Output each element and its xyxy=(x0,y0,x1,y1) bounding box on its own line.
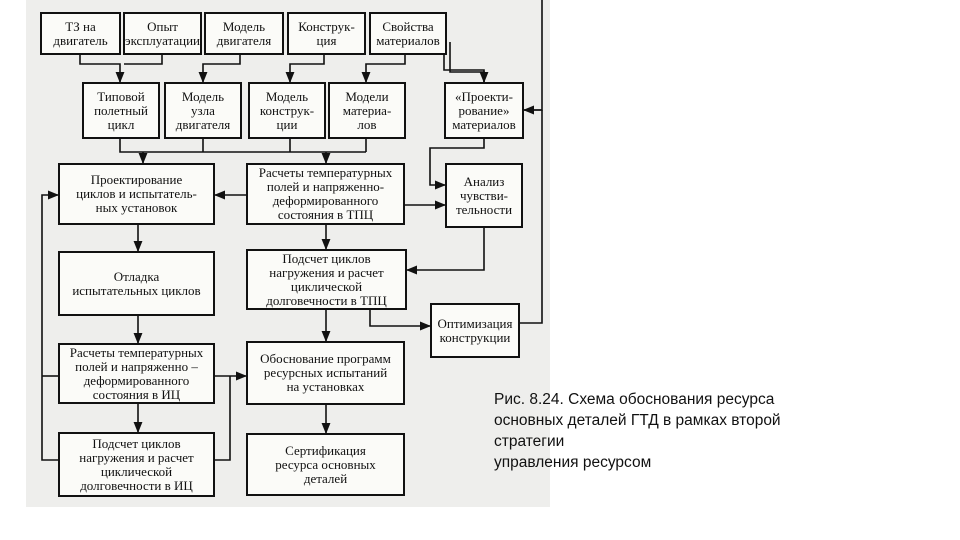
box-operation-experience: Опыт эксплуатации xyxy=(123,12,202,55)
connector-row2-collector xyxy=(119,138,367,153)
box-design: Конструк- ция xyxy=(287,12,366,55)
connector-design-to-design-model xyxy=(285,54,325,84)
box-ic-calculations: Расчеты температурных полей и напряженно… xyxy=(58,343,215,404)
caption-line-4: управления ресурсом xyxy=(494,454,652,471)
connector-materials-to-material-models xyxy=(361,54,406,84)
box-tpc-cycle-count: Подсчет циклов нагружения и расчет цикли… xyxy=(246,249,407,310)
connector-optimization-feedback-up xyxy=(520,110,543,324)
box-material-properties: Свойства материалов xyxy=(369,12,447,55)
box-engine-unit-model: Модель узла двигателя xyxy=(164,82,242,139)
box-design-optimization: Оптимизация конструкции xyxy=(430,303,520,358)
box-certification: Сертификация ресурса основных деталей xyxy=(246,433,405,496)
connector-feedback-top-to-materials xyxy=(524,0,543,111)
box-design-model: Модель конструк- ции xyxy=(248,82,326,139)
box-sensitivity-analysis: Анализ чувстви- тельности xyxy=(445,163,523,228)
connector-tz-to-flight-cycle xyxy=(79,54,125,84)
caption-line-3: стратегии xyxy=(494,433,565,450)
box-ic-cycle-count: Подсчет циклов нагружения и расчет цикли… xyxy=(58,432,215,497)
box-cycle-test-design: Проектирование циклов и испытатель- ных … xyxy=(58,163,215,225)
box-engine-model: Модель двигателя xyxy=(204,12,284,55)
connector-ic-count-to-justification xyxy=(215,376,231,461)
caption-line-2: основных деталей ГТД в рамках второй xyxy=(494,412,781,429)
box-material-design: «Проекти- рование» материалов xyxy=(444,82,524,139)
caption-line-1: Рис. 8.24. Схема обоснования ресурса xyxy=(494,391,775,408)
connector-tpc-count-to-optimization xyxy=(369,310,432,331)
connector-experience-to-flight-cycle xyxy=(124,54,163,65)
connector-material-design-to-materials xyxy=(449,42,485,82)
box-typical-flight-cycle: Типовой полетный цикл xyxy=(82,82,160,139)
box-tpc-calculations: Расчеты температурных полей и напряженно… xyxy=(246,163,405,225)
box-test-program-justification: Обоснование программ ресурсных испытаний… xyxy=(246,341,405,405)
figure-caption: Рис. 8.24. Схема обоснования ресурса осн… xyxy=(494,389,844,473)
box-tz-engine: ТЗ на двигатель xyxy=(40,12,121,55)
connector-sensitivity-to-tpc-count xyxy=(405,228,485,275)
box-material-models: Модели материа- лов xyxy=(328,82,406,139)
box-test-cycle-debugging: Отладка испытательных циклов xyxy=(58,251,215,316)
connector-engine-model-to-unit-model xyxy=(198,54,241,84)
connector-left-feedback-loop xyxy=(41,190,60,461)
connector-material-design-to-sensitivity xyxy=(429,138,485,190)
